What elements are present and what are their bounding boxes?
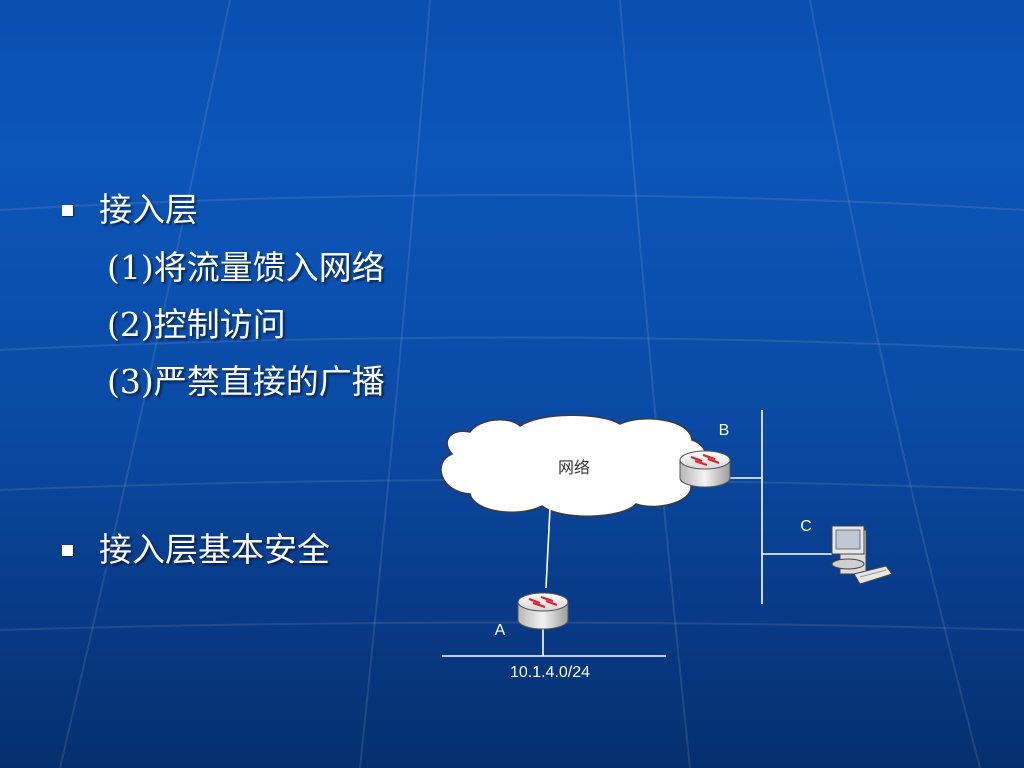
bullet-label: 接入层基本安全 [99,530,330,569]
bullet-access-security: 接入层基本安全 [62,530,330,570]
sub-item-3: (3)严禁直接的广播 [107,362,385,401]
subnet-label: 10.1.4.0/24 [510,664,590,681]
host-c-label: C [800,518,812,535]
bullet-square-icon [62,204,73,216]
sub-item-1: (1)将流量馈入网络 [107,248,385,287]
router-a-label: A [495,622,506,639]
sub-item-2: (2)控制访问 [107,305,286,344]
bullet-square-icon [62,544,73,556]
computer-icon [831,525,893,585]
cloud-icon [440,414,708,517]
router-icon [517,592,569,630]
bullet-label: 接入层 [99,190,198,229]
router-icon [679,450,731,488]
bullet-access-layer: 接入层 [62,190,198,230]
router-b-label: B [719,422,730,439]
cloud-label: 网络 [558,458,590,477]
link-cloud-router-a [545,507,551,589]
